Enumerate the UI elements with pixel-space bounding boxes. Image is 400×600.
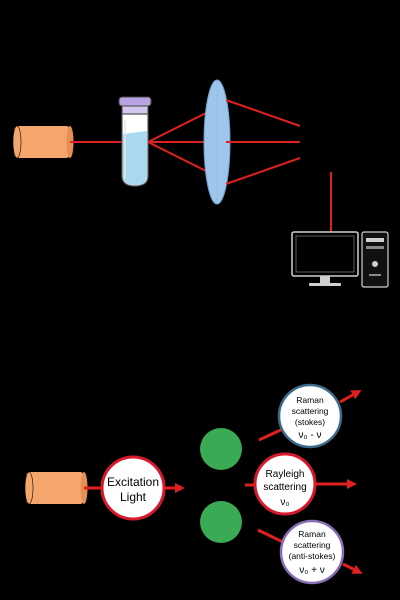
stokes-label-3: (stokes) bbox=[295, 417, 325, 427]
rayleigh-label-2: scattering bbox=[263, 482, 306, 493]
antistokes-label-1: Raman bbox=[298, 529, 326, 539]
laser-source-icon bbox=[12, 125, 74, 159]
focused-beams bbox=[225, 99, 301, 185]
arrow-right-icon bbox=[339, 390, 362, 404]
stokes-label-4: ν₀ - ν bbox=[298, 430, 321, 441]
rayleigh-label-3: ν₀ bbox=[280, 497, 289, 508]
antistokes-label-4: ν₀ + ν bbox=[299, 565, 325, 576]
arrow-right-icon bbox=[342, 562, 363, 574]
molecule-circle-icon bbox=[200, 428, 242, 470]
rayleigh-label-1: Rayleigh bbox=[266, 469, 305, 480]
rayleigh-scattering-bubble: Rayleigh scattering ν₀ bbox=[253, 452, 317, 516]
excitation-label-2: Light bbox=[120, 490, 147, 504]
sample-vial-icon bbox=[118, 96, 152, 187]
molecule-circle-icon bbox=[200, 501, 242, 543]
excitation-light-bubble: Excitation Light bbox=[100, 455, 166, 521]
raman-stokes-bubble: Raman scattering (stokes) ν₀ - ν bbox=[277, 383, 343, 449]
stokes-arrow bbox=[258, 426, 286, 442]
raman-antistokes-bubble: Raman scattering (anti-stokes) ν₀ + ν bbox=[279, 519, 345, 585]
monitor-icon bbox=[291, 231, 359, 286]
antistokes-label-3: (anti-stokes) bbox=[289, 551, 336, 561]
laser-source-icon bbox=[24, 471, 88, 505]
antistokes-label-2: scattering bbox=[294, 540, 331, 550]
excitation-label-1: Excitation bbox=[107, 475, 159, 489]
stokes-label-2: scattering bbox=[292, 406, 329, 416]
computer-tower-icon bbox=[361, 231, 389, 288]
scattered-beams bbox=[147, 111, 209, 173]
stokes-label-1: Raman bbox=[296, 395, 324, 405]
